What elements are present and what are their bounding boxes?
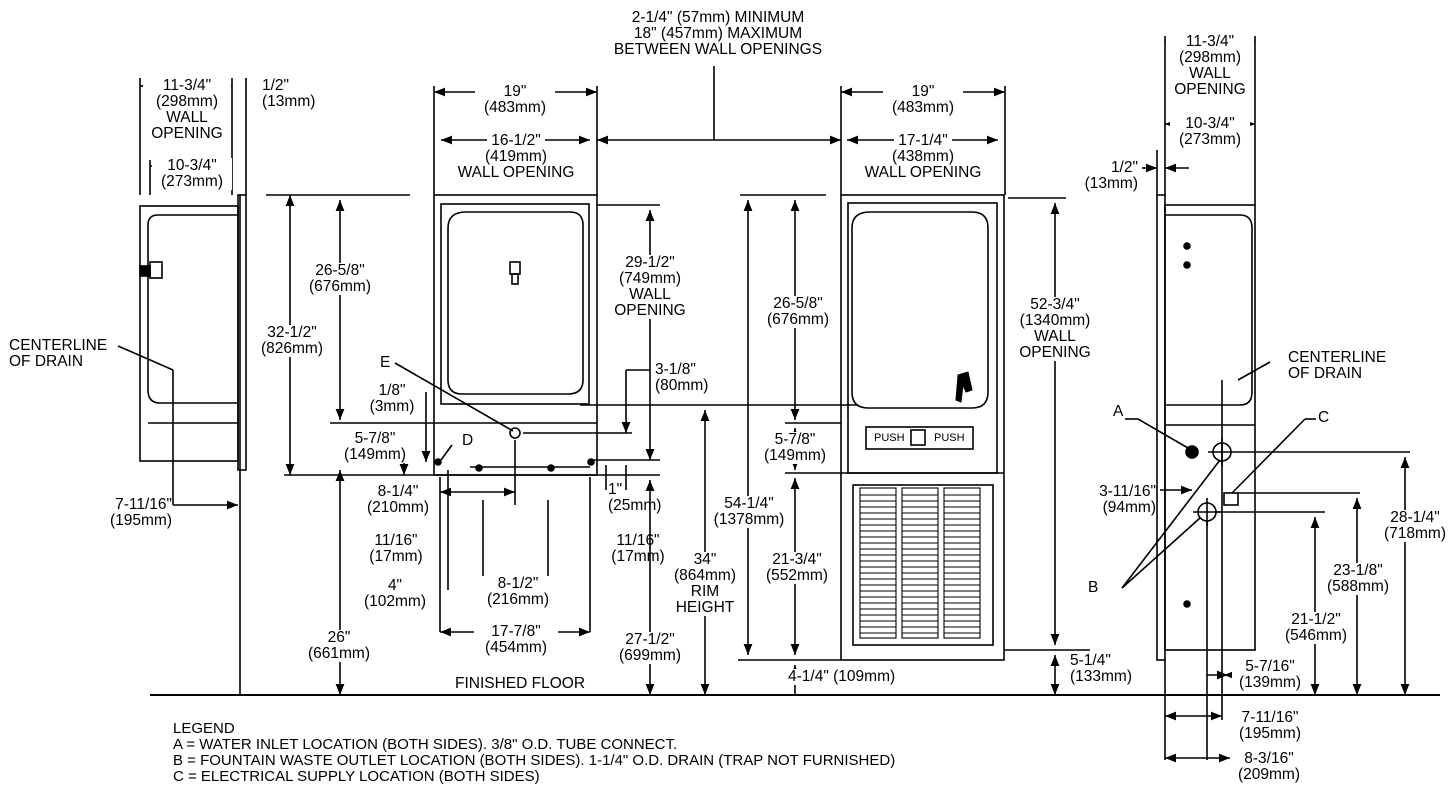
h-27-1-2-label: 27-1/2"(699mm) bbox=[612, 632, 688, 664]
fr-width-label: 19"(483mm) bbox=[883, 84, 963, 116]
h-17-7-8-label: 17-7/8"(454mm) bbox=[474, 624, 558, 656]
h-21-1-2-label: 21-1/2"(546mm) bbox=[1278, 612, 1354, 644]
letter-a: A bbox=[1113, 403, 1124, 420]
h-5-7-16-label: 5-7/16"(139mm) bbox=[1232, 659, 1308, 691]
right-side-view bbox=[1121, 36, 1410, 763]
front-right-view bbox=[738, 86, 1090, 695]
h-26-5-8-left-label: 26-5/8"(676mm) bbox=[298, 263, 382, 295]
h-7-11-16-right-label: 7-11/16"(195mm) bbox=[1232, 710, 1308, 742]
finished-floor-label: FINISHED FLOOR bbox=[455, 675, 586, 692]
h-8-1-4-label: 8-1/4"(210mm) bbox=[358, 484, 438, 516]
h-26-label: 26"(661mm) bbox=[300, 630, 378, 662]
h-1-8-label: 1/8"(3mm) bbox=[369, 382, 415, 415]
rv-inner-width-label: 10-3/4"(273mm) bbox=[1170, 116, 1250, 148]
fl-opening-label: 16-1/2"(419mm)WALL OPENING bbox=[457, 132, 575, 181]
fl-width-label: 19"(483mm) bbox=[475, 84, 555, 116]
h-8-3-16-label: 8-3/16"(209mm) bbox=[1234, 751, 1304, 783]
lv-half-inch-label: 1/2"(13mm) bbox=[262, 77, 316, 110]
lv-drain-offset-label: 7-11/16"(195mm) bbox=[109, 496, 172, 529]
legend: LEGEND A = WATER INLET LOCATION (BOTH SI… bbox=[173, 721, 895, 785]
front-left-view bbox=[266, 86, 858, 695]
h-5-7-8-left-label: 5-7/8"(149mm) bbox=[337, 431, 413, 463]
letter-e: E bbox=[380, 354, 391, 371]
fr-opening-label: 17-1/4"(438mm)WALL OPENING bbox=[864, 132, 982, 181]
letter-d: D bbox=[462, 432, 474, 449]
push-left-label: PUSH bbox=[874, 432, 905, 444]
h-3-11-16-label: 3-11/16"(94mm) bbox=[1099, 483, 1156, 516]
h-8-1-2-label: 8-1/2"(216mm) bbox=[480, 576, 556, 608]
h-11-16-right-label: 11/16"(17mm) bbox=[611, 532, 665, 565]
h-1-label: 1"(25mm) bbox=[608, 481, 662, 514]
h-28-1-4-label: 28-1/4"(718mm) bbox=[1380, 510, 1450, 542]
h-23-1-8-label: 23-1/8"(588mm) bbox=[1322, 563, 1394, 595]
legend-item-a: A = WATER INLET LOCATION (BOTH SIDES). 3… bbox=[173, 736, 678, 753]
h-54-1-4-label: 54-1/4"(1378mm) bbox=[708, 496, 790, 528]
letter-c: C bbox=[1318, 409, 1330, 426]
h-5-1-4-label: 5-1/4"(133mm) bbox=[1070, 652, 1133, 685]
legend-item-b: B = FOUNTAIN WASTE OUTLET LOCATION (BOTH… bbox=[173, 752, 896, 769]
h-26-5-8-right-label: 26-5/8"(676mm) bbox=[758, 296, 838, 328]
h-4-1-4-label: 4-1/4" (109mm) bbox=[782, 669, 896, 685]
push-right-label: PUSH bbox=[934, 432, 965, 444]
legend-item-c: C = ELECTRICAL SUPPLY LOCATION (BOTH SID… bbox=[173, 768, 540, 785]
h-4-label: 4"(102mm) bbox=[363, 577, 426, 610]
h-32-1-2-label: 32-1/2"(826mm) bbox=[256, 325, 328, 357]
h-11-16-left-label: 11/16"(17mm) bbox=[369, 532, 423, 565]
letter-b: B bbox=[1088, 579, 1099, 596]
h-5-7-8-right-label: 5-7/8"(149mm) bbox=[755, 432, 835, 464]
lv-inner-width-label: 10-3/4"(273mm) bbox=[152, 158, 232, 190]
h-3-1-8-label: 3-1/8"(80mm) bbox=[655, 361, 709, 394]
h-21-3-4-label: 21-3/4"(552mm) bbox=[758, 552, 836, 584]
legend-title: LEGEND bbox=[173, 720, 235, 737]
rv-half-inch-label: 1/2"(13mm) bbox=[1084, 159, 1138, 192]
